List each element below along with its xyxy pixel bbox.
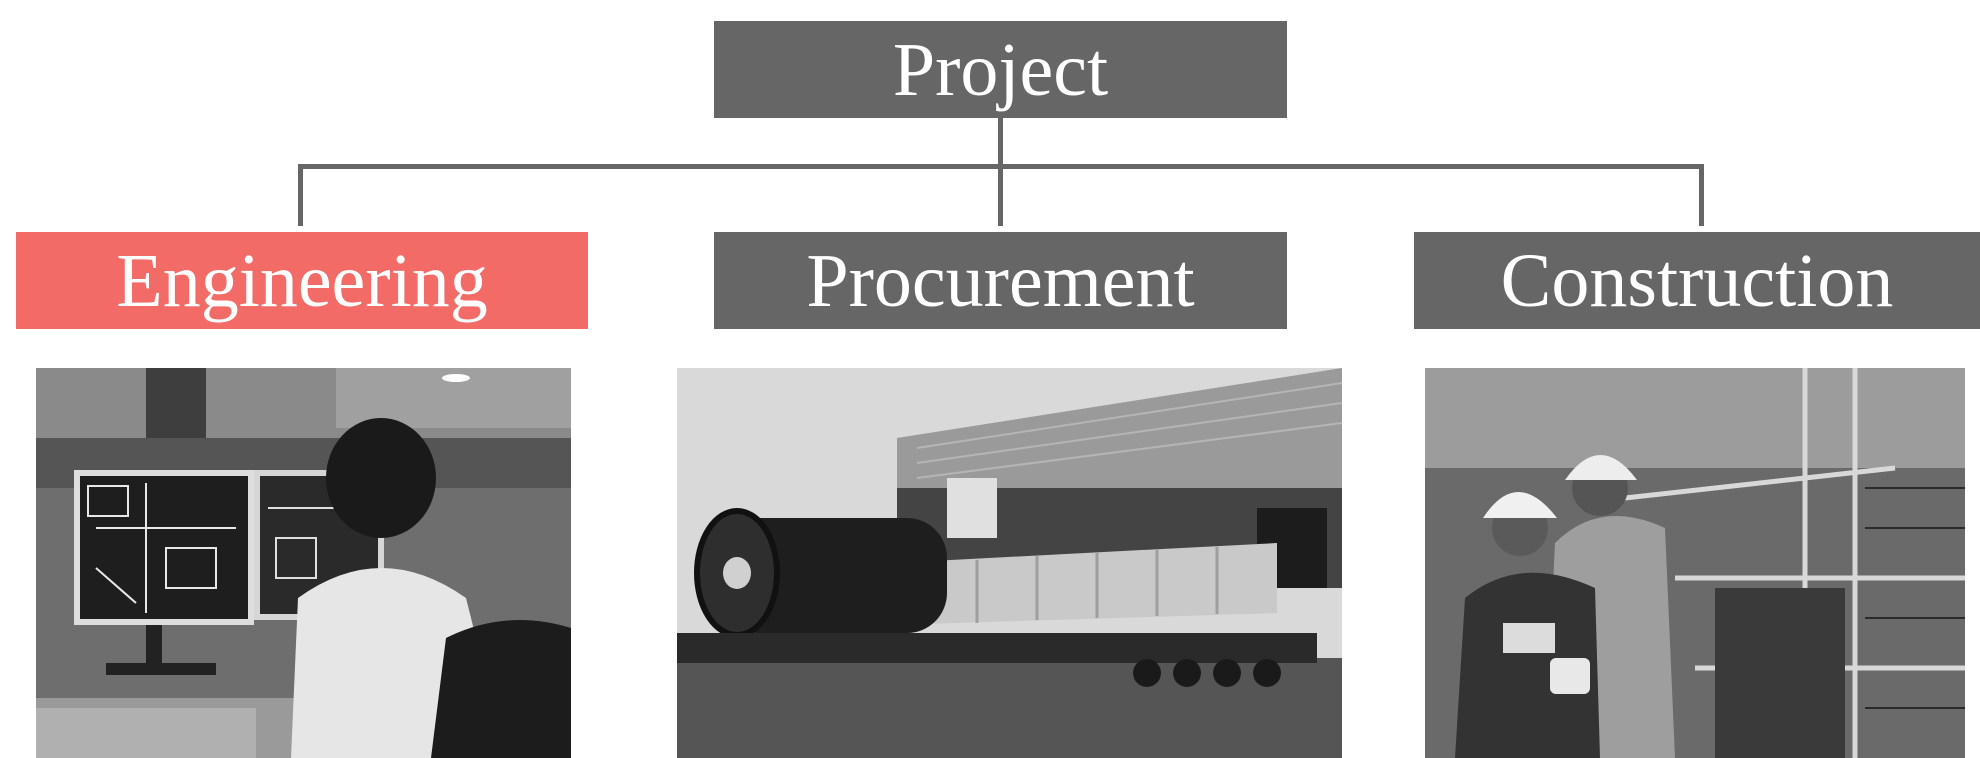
construction-photo [1425, 368, 1965, 758]
project-label: Project [892, 27, 1109, 112]
project-box: Project [714, 21, 1287, 118]
construction-box: Construction [1414, 232, 1980, 329]
procurement-photo [677, 368, 1342, 758]
engineering-box: Engineering [16, 232, 588, 329]
connector-root-stem [998, 118, 1003, 168]
connector-procurement [998, 164, 1003, 226]
connector-engineering [298, 164, 303, 226]
procurement-box: Procurement [714, 232, 1287, 329]
connector-construction [1699, 164, 1704, 226]
engineering-photo [36, 368, 571, 758]
construction-label: Construction [1500, 238, 1894, 323]
procurement-label: Procurement [806, 238, 1195, 323]
engineering-label: Engineering [116, 238, 488, 323]
